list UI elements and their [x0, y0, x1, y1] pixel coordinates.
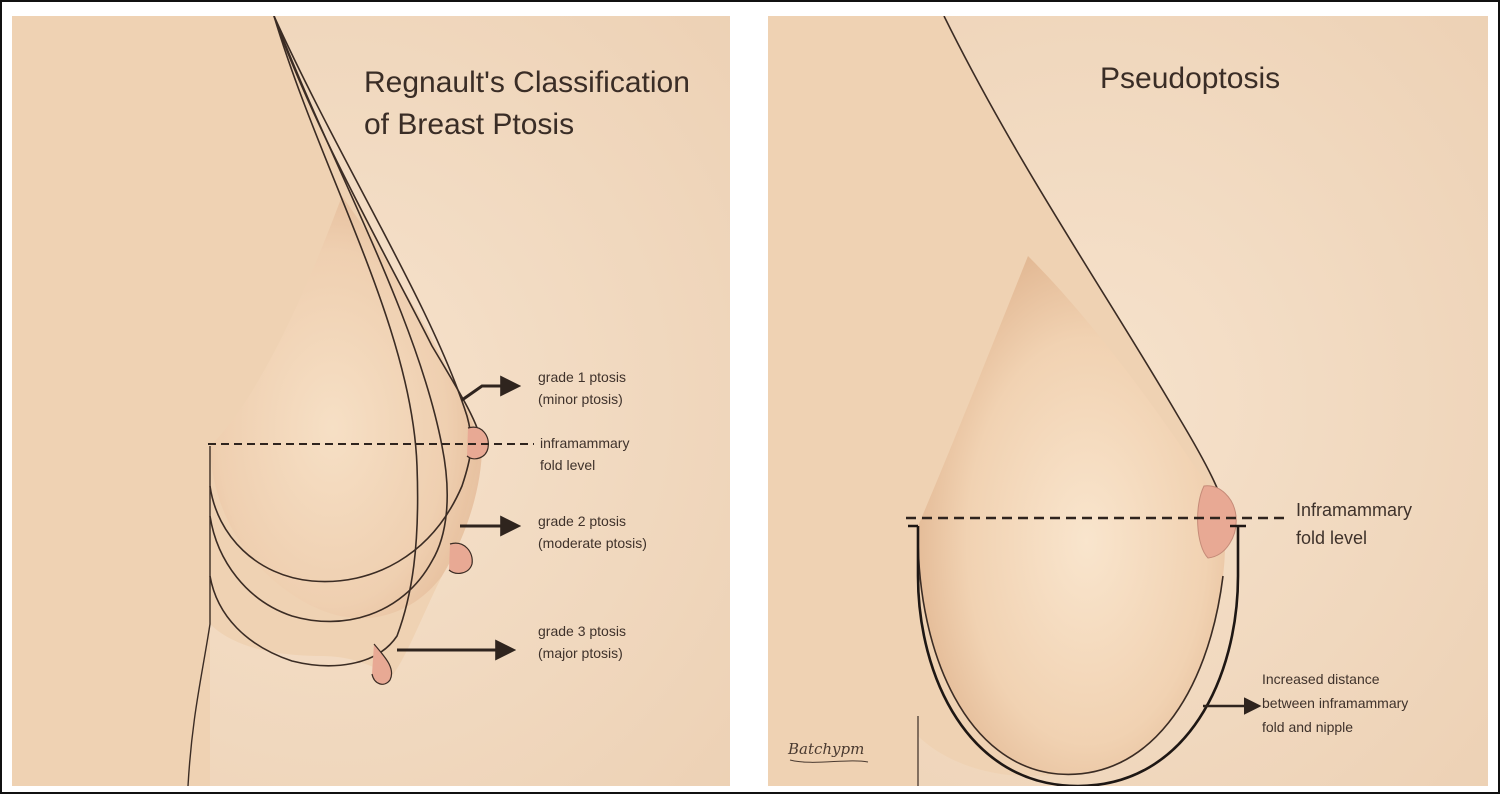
pseudoptosis-panel: Pseudoptosis Inframammary fold level Inc…: [768, 16, 1488, 786]
regnault-title-line1: Regnault's Classification: [364, 66, 690, 99]
artist-signature: Batchypm: [787, 740, 864, 758]
fold-label-line2: fold level: [1296, 528, 1367, 548]
regnault-title-line2: of Breast Ptosis: [364, 108, 574, 141]
grade3-label-line2: (major ptosis): [538, 645, 623, 661]
fold-label-line1: inframammary: [540, 435, 629, 451]
fold-label-line1: Inframammary: [1296, 500, 1412, 520]
distance-label-line1: Increased distance: [1262, 671, 1380, 687]
pseudoptosis-title: Pseudoptosis: [1100, 62, 1280, 95]
pseudoptosis-illustration: Pseudoptosis Inframammary fold level Inc…: [768, 16, 1488, 786]
distance-label-line3: fold and nipple: [1262, 719, 1353, 735]
fold-label-line2: fold level: [540, 457, 595, 473]
grade1-label-line2: (minor ptosis): [538, 391, 623, 407]
regnault-panel: Regnault's Classification of Breast Ptos…: [12, 16, 730, 786]
grade2-label-line1: grade 2 ptosis: [538, 513, 626, 529]
grade1-label-line1: grade 1 ptosis: [538, 369, 626, 385]
regnault-illustration: Regnault's Classification of Breast Ptos…: [12, 16, 730, 786]
distance-label-line2: between inframammary: [1262, 695, 1408, 711]
grade3-label-line1: grade 3 ptosis: [538, 623, 626, 639]
grade2-label-line2: (moderate ptosis): [538, 535, 647, 551]
